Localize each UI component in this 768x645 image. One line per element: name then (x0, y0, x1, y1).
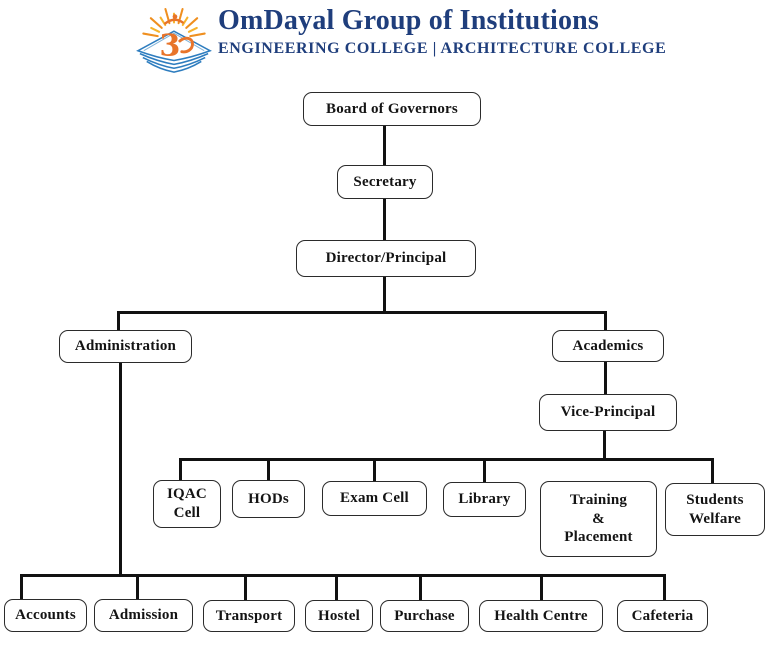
org-node-board-of-governors: Board of Governors (303, 92, 481, 126)
connector-to-transport (244, 574, 247, 601)
connector-to-admission (136, 574, 139, 600)
org-node-label: Admission (108, 607, 179, 624)
connector-academics-branch (179, 458, 714, 461)
connector-to-iqac (179, 458, 182, 481)
svg-text:3: 3 (159, 29, 180, 64)
connector-director-branch (383, 277, 386, 314)
org-node-label: Exam Cell (340, 490, 409, 507)
connector-to-studentswelfare (711, 458, 714, 484)
org-node-director-principal: Director/Principal (296, 240, 476, 277)
org-node-label: Accounts (15, 607, 76, 624)
connector-secretary-director (383, 199, 386, 240)
connector-to-healthcentre (540, 574, 543, 601)
connector-to-cafeteria (663, 574, 666, 601)
org-node-label: Training & Placement (564, 491, 633, 546)
org-node-label: Hostel (317, 607, 361, 624)
org-node-vice-principal: Vice-Principal (539, 394, 677, 431)
org-node-label: Students Welfare (686, 491, 744, 527)
org-node-admission: Admission (94, 599, 193, 632)
open-book-icon (136, 30, 212, 73)
org-node-label: Academics (572, 337, 644, 354)
org-node-hods: HODs (232, 480, 305, 518)
connector-academics-viceprincipal (604, 362, 607, 394)
org-node-purchase: Purchase (380, 600, 469, 632)
org-node-administration: Administration (59, 330, 192, 363)
org-node-label: Health Centre (494, 607, 588, 624)
org-node-library: Library (443, 482, 526, 517)
org-node-label: Vice-Principal (560, 404, 656, 421)
org-node-accounts: Accounts (4, 599, 87, 632)
omdayal-logo: 3 (136, 7, 212, 73)
om-symbol-icon: 3 (159, 14, 194, 64)
connector-to-accounts (20, 574, 23, 600)
org-node-label: IQAC Cell (167, 486, 207, 521)
org-node-academics: Academics (552, 330, 664, 362)
org-node-health-centre: Health Centre (479, 600, 603, 632)
org-node-label: Purchase (394, 607, 455, 624)
org-node-secretary: Secretary (337, 165, 433, 199)
org-node-label: Transport (215, 607, 283, 624)
org-node-cafeteria: Cafeteria (617, 600, 708, 632)
org-node-training-placement: Training & Placement (540, 481, 657, 557)
connector-to-hostel (335, 574, 338, 601)
org-node-iqac-cell: IQAC Cell (153, 480, 221, 528)
connector-branch-top (117, 311, 607, 314)
org-node-label: Board of Governors (326, 100, 458, 117)
connector-administration-branch (119, 362, 122, 576)
org-node-label: Library (458, 491, 511, 508)
connector-to-examcell (373, 458, 376, 482)
connector-to-academics (604, 311, 607, 330)
org-node-exam-cell: Exam Cell (322, 481, 427, 516)
connector-administration-children (20, 574, 666, 577)
org-node-students-welfare: Students Welfare (665, 483, 765, 536)
org-node-hostel: Hostel (305, 600, 373, 632)
connector-to-purchase (419, 574, 422, 601)
connector-to-administration (117, 311, 120, 330)
connector-viceprincipal-branch (603, 431, 606, 461)
org-node-label: Administration (74, 338, 177, 355)
org-node-transport: Transport (203, 600, 295, 632)
org-node-label: Cafeteria (631, 607, 694, 624)
org-node-label: HODs (248, 490, 289, 507)
org-node-label: Secretary (353, 173, 417, 190)
page-title: OmDayal Group of Institutions (218, 5, 600, 36)
org-node-label: Director/Principal (325, 250, 447, 267)
brand-block: OmDayal Group of Institutions ENGINEERIN… (218, 5, 667, 58)
page-subtitle: ENGINEERING COLLEGE | ARCHITECTURE COLLE… (218, 39, 667, 57)
connector-to-library (483, 458, 486, 483)
connector-to-hods (267, 458, 270, 481)
connector-board-secretary (383, 125, 386, 165)
